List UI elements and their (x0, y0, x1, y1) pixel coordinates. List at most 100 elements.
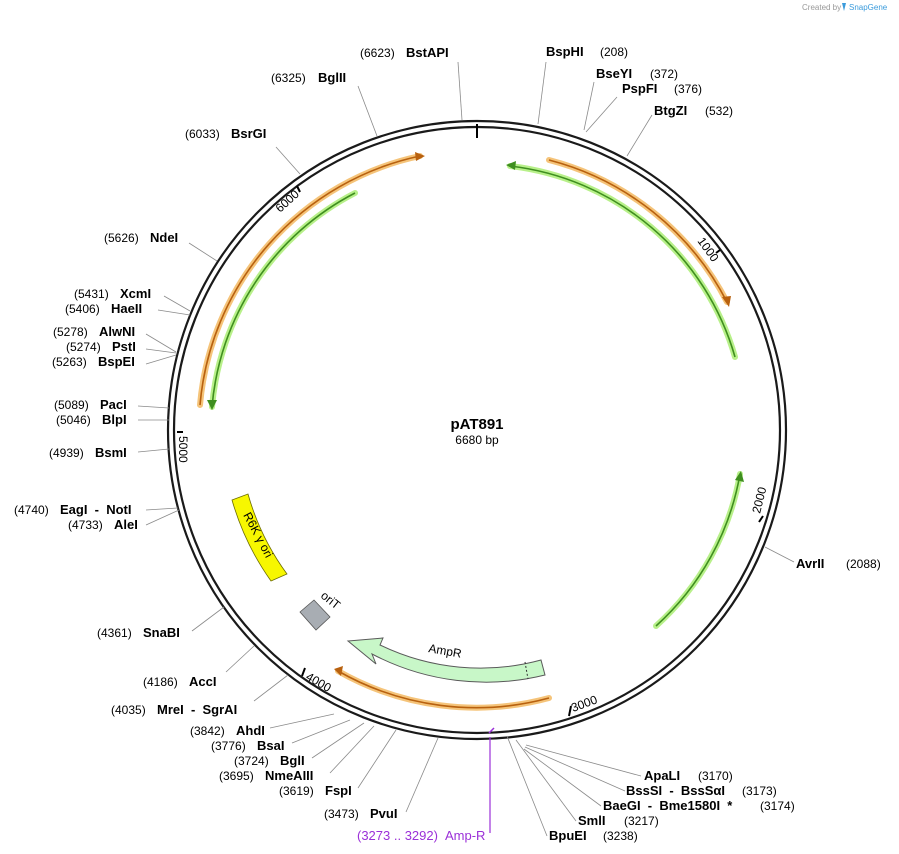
site-name[interactable]: AlwNI (99, 324, 135, 339)
site-name[interactable]: MreI - SgrAI (157, 702, 237, 717)
site-name[interactable]: SnaBI (143, 625, 180, 640)
tick-1000 (715, 249, 721, 254)
site-name[interactable]: AleI (114, 517, 138, 532)
green-arrowhead-left (207, 400, 217, 410)
site-bglii[interactable]: (6325)BglII (271, 70, 346, 85)
green-feature-right-band (653, 471, 743, 629)
orange-arrowhead-right (722, 296, 731, 307)
orange-feature-bottom (337, 670, 550, 709)
primer-amp-r[interactable]: (3273 .. 3292) Amp-R (357, 727, 495, 843)
site-name[interactable]: AccI (189, 674, 216, 689)
orit-feature[interactable]: oriT (299, 588, 344, 631)
primer-arrow[interactable] (488, 727, 495, 734)
site-pos: (5274) (66, 340, 101, 354)
site-ndei[interactable]: (5626)NdeI (104, 230, 178, 245)
site-pos: (4733) (68, 518, 103, 532)
leader-pspfi (585, 96, 618, 133)
site-bseyi[interactable]: BseYI(372) (596, 66, 678, 81)
site-name[interactable]: AvrII (796, 556, 824, 571)
leader-pvui (405, 737, 439, 813)
site-bspei[interactable]: (5263)BspEI (52, 354, 135, 369)
site-blpi[interactable]: (5046)BlpI (56, 412, 127, 427)
tick-label-6000: 6000 (273, 187, 302, 215)
ori-feature[interactable]: R6K γ ori (231, 493, 288, 582)
site-bsmi[interactable]: (4939)BsmI (49, 445, 127, 460)
site-name[interactable]: SmlI (578, 813, 605, 828)
site-pos: (5278) (53, 325, 88, 339)
site-name[interactable]: BglI (280, 753, 305, 768)
site-pspfi[interactable]: PspFI(376) (622, 81, 702, 96)
site-paci[interactable]: (5089)PacI (54, 397, 127, 412)
site-bstapi[interactable]: (6623)BstAPI (360, 45, 449, 60)
site-name[interactable]: NmeAIII (265, 768, 313, 783)
site-btgzi[interactable]: BtgZI(532) (654, 103, 733, 118)
ampr-feature[interactable]: AmpR (346, 637, 546, 683)
site-smli[interactable]: SmlI(3217) (578, 813, 659, 828)
site-pos: (3776) (211, 739, 246, 753)
site-pvui[interactable]: (3473)PvuI (324, 806, 397, 821)
site-pos: (4361) (97, 626, 132, 640)
site-apali[interactable]: ApaLI (3170) (644, 768, 733, 783)
site-psti[interactable]: (5274) PstI (66, 339, 136, 354)
site-name[interactable]: BseYI (596, 66, 632, 81)
site-name[interactable]: XcmI (120, 286, 151, 301)
site-name[interactable]: NdeI (150, 230, 178, 245)
leader-btgzi (626, 114, 653, 157)
plasmid-name: pAT891 (450, 416, 503, 433)
site-name[interactable]: FspI (325, 783, 352, 798)
site-bsai[interactable]: (3776) BsaI (211, 738, 284, 753)
ampr-label: AmpR (427, 641, 463, 661)
site-bsphi[interactable]: BspHI(208) (546, 44, 628, 59)
tick-3000 (568, 705, 572, 717)
site-name[interactable]: PacI (100, 397, 127, 412)
site-bsssi[interactable]: BssSI - BssSαI (3173) (626, 783, 777, 798)
site-name[interactable]: PstI (112, 339, 136, 354)
site-name[interactable]: BaeGI - Bme1580I * (603, 798, 733, 813)
site-name[interactable]: BsrGI (231, 126, 266, 141)
site-name[interactable]: AhdI (236, 723, 265, 738)
site-acci[interactable]: (4186)AccI (143, 674, 216, 689)
site-pos: (3173) (742, 784, 777, 798)
site-pos: (3170) (698, 769, 733, 783)
site-snabi[interactable]: (4361) SnaBI (97, 625, 180, 640)
site-name[interactable]: BsmI (95, 445, 127, 460)
leader-bpuei (506, 735, 548, 837)
site-name[interactable]: BlpI (102, 412, 127, 427)
site-name[interactable]: PvuI (370, 806, 397, 821)
site-name[interactable]: BsaI (257, 738, 284, 753)
site-fspi[interactable]: (3619)FspI (279, 783, 352, 798)
site-name[interactable]: BstAPI (406, 45, 449, 60)
site-alei[interactable]: (4733) AleI (68, 517, 138, 532)
site-name[interactable]: BspEI (98, 354, 135, 369)
site-name[interactable]: BspHI (546, 44, 584, 59)
site-avrii[interactable]: AvrII(2088) (796, 556, 881, 571)
orange-feature-left (199, 155, 421, 406)
site-ahdi[interactable]: (3842)AhdI (190, 723, 265, 738)
site-name[interactable]: HaeII (111, 301, 142, 316)
site-mrei-sgrai[interactable]: (4035)MreI - SgrAI (111, 702, 237, 717)
site-xcmi[interactable]: (5431)XcmI (74, 286, 151, 301)
site-name[interactable]: BglII (318, 70, 346, 85)
site-name[interactable]: EagI - NotI (60, 502, 132, 517)
site-haeii[interactable]: (5406) HaeII (65, 301, 142, 316)
site-alwni[interactable]: (5278) AlwNI (53, 324, 135, 339)
orit-box[interactable] (299, 599, 331, 631)
site-name[interactable]: BssSI - BssSαI (626, 783, 725, 798)
site-name[interactable]: ApaLI (644, 768, 680, 783)
site-name[interactable]: PspFI (622, 81, 657, 96)
site-bgli[interactable]: (3724) BglI (234, 753, 305, 768)
leader-avrii (764, 546, 795, 563)
site-pos: (3724) (234, 754, 269, 768)
site-eagi-noti[interactable]: (4740)EagI - NotI (14, 502, 132, 517)
site-name[interactable]: BpuEI (549, 828, 587, 843)
site-pos: (5406) (65, 302, 100, 316)
ampr-arrow[interactable] (346, 637, 546, 683)
site-nmeaiii[interactable]: (3695)NmeAIII (219, 768, 313, 783)
site-bpuei[interactable]: BpuEI(3238) (549, 828, 638, 843)
site-baegi[interactable]: BaeGI - Bme1580I *(3174) (603, 798, 795, 813)
leader-fspi (357, 729, 397, 789)
ori-box[interactable] (231, 493, 288, 582)
site-bsrgi[interactable]: (6033)BsrGI (185, 126, 266, 141)
site-name[interactable]: BtgZI (654, 103, 687, 118)
leader-bglii (357, 85, 378, 137)
